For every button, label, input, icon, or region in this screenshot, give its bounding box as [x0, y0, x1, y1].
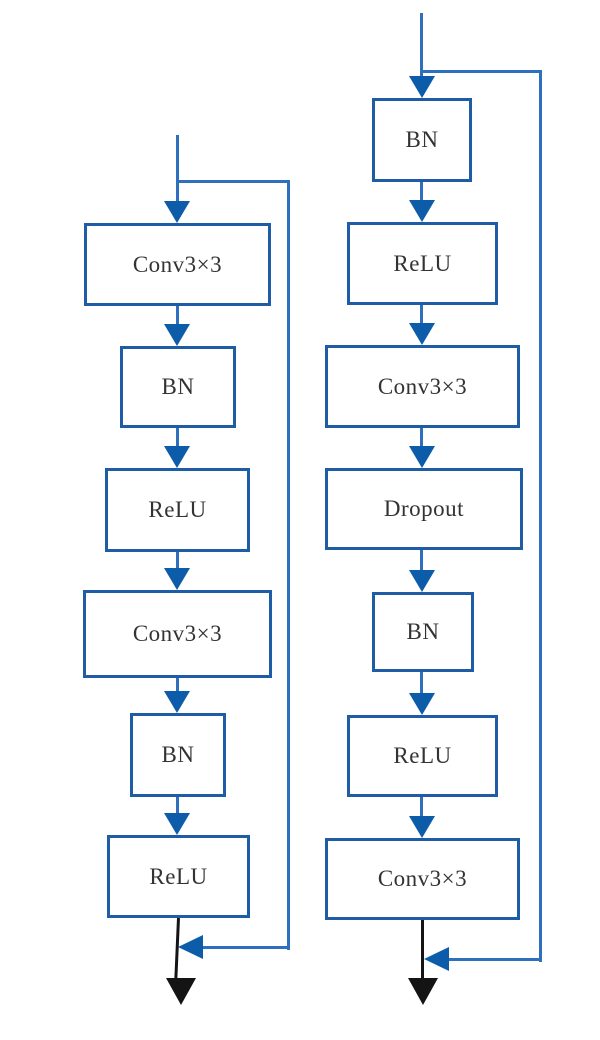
skip-merge-line	[447, 958, 542, 961]
node-bn: BN	[372, 592, 474, 672]
merge-arrowhead-icon	[424, 947, 449, 971]
merge-arrowhead-icon	[178, 935, 203, 959]
output-arrowhead-icon	[166, 978, 196, 1005]
skip-merge-line	[202, 946, 290, 949]
skip-connection-line	[287, 180, 290, 950]
flow-arrowhead-icon	[164, 568, 190, 590]
node-relu: ReLU	[105, 468, 250, 552]
connector-line	[176, 678, 179, 695]
connector-line	[420, 305, 423, 327]
node-dropout: Dropout	[325, 468, 523, 550]
output-line	[421, 920, 424, 980]
connector-line	[420, 182, 423, 204]
input-line	[420, 13, 423, 80]
output-arrowhead-icon	[408, 978, 438, 1005]
node-conv3x3: Conv3×3	[84, 223, 271, 306]
node-conv3x3: Conv3×3	[83, 590, 272, 678]
connector-line	[420, 550, 423, 574]
flow-arrowhead-icon	[164, 201, 190, 223]
flow-arrowhead-icon	[164, 446, 190, 468]
node-bn: BN	[130, 713, 226, 797]
connector-line	[420, 672, 423, 697]
flow-arrowhead-icon	[164, 691, 190, 713]
flow-arrowhead-icon	[409, 816, 435, 838]
connector-line	[176, 306, 179, 328]
connector-line	[420, 797, 423, 820]
node-bn: BN	[120, 346, 236, 428]
node-relu: ReLU	[347, 715, 498, 797]
flow-arrowhead-icon	[409, 446, 435, 468]
input-line	[176, 135, 179, 205]
flow-arrowhead-icon	[409, 570, 435, 592]
node-conv3x3: Conv3×3	[325, 838, 520, 920]
flow-arrowhead-icon	[409, 200, 435, 222]
connector-line	[176, 552, 179, 572]
flow-arrowhead-icon	[409, 693, 435, 715]
connector-line	[176, 797, 179, 817]
node-relu: ReLU	[107, 835, 250, 918]
node-relu: ReLU	[347, 222, 498, 305]
flow-arrowhead-icon	[164, 813, 190, 835]
node-bn: BN	[372, 98, 472, 182]
connector-line	[176, 428, 179, 450]
skip-branch-line	[420, 70, 542, 73]
flow-arrowhead-icon	[409, 76, 435, 98]
flow-arrowhead-icon	[409, 323, 435, 345]
skip-connection-line	[539, 70, 542, 962]
node-conv3x3: Conv3×3	[325, 345, 520, 428]
connector-line	[420, 428, 423, 450]
skip-branch-line	[176, 180, 290, 183]
flow-arrowhead-icon	[164, 324, 190, 346]
